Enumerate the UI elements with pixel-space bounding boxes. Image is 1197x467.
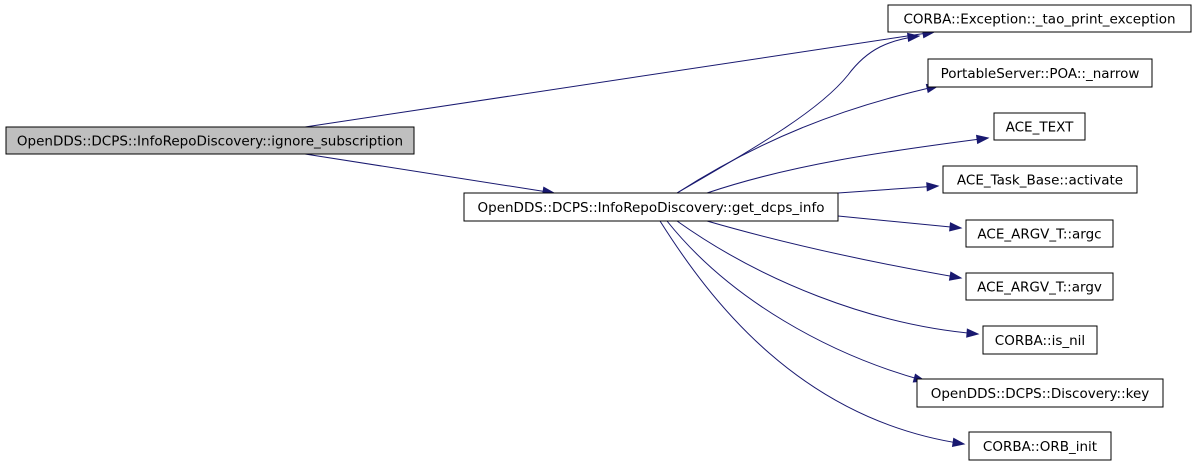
node-get-dcps-info[interactable]: OpenDDS::DCPS::InfoRepoDiscovery::get_dc… (463, 192, 839, 222)
edge-root-to-get_dcps_info (304, 153, 555, 194)
node-label: OpenDDS::DCPS::InfoRepoDiscovery::ignore… (17, 134, 403, 150)
edge-root-to-tao_print_exception (304, 31, 935, 128)
arrowhead-tao_print_exception (907, 32, 921, 43)
node-box (965, 272, 1114, 301)
node-label: ACE_ARGV_T::argc (977, 227, 1101, 243)
arrowhead-is_nil (966, 328, 980, 338)
node-label: CORBA::Exception::_tao_print_exception (903, 12, 1175, 28)
edge-get_dcps_info-to-poa_narrow (676, 85, 939, 194)
arrowhead-argv_argc (949, 222, 963, 232)
call-nodes: OpenDDS::DCPS::InfoRepoDiscovery::ignore… (5, 4, 1192, 461)
edge-get_dcps_info-to-discovery_key (666, 220, 926, 382)
arrowhead-task_activate (926, 182, 940, 192)
node-label: OpenDDS::DCPS::Discovery::key (931, 386, 1150, 402)
edge-get_dcps_info-to-orb_init (659, 220, 965, 445)
node-task-activate[interactable]: ACE_Task_Base::activate (942, 165, 1138, 194)
edge-get_dcps_info-to-is_nil (676, 220, 979, 335)
edge-get_dcps_info-to-argv_argc (837, 215, 962, 229)
edge-get_dcps_info-to-ace_text (706, 137, 989, 194)
node-tao-print-exception[interactable]: CORBA::Exception::_tao_print_exception (887, 4, 1192, 33)
node-box (916, 378, 1164, 408)
node-box (887, 4, 1192, 33)
node-label: ACE_ARGV_T::argv (977, 280, 1102, 296)
node-orb-init[interactable]: CORBA::ORB_init (968, 431, 1112, 461)
node-label: CORBA::ORB_init (983, 439, 1097, 455)
node-box (463, 192, 839, 222)
node-box (5, 126, 415, 155)
node-argv-argv[interactable]: ACE_ARGV_T::argv (965, 272, 1114, 301)
node-root[interactable]: OpenDDS::DCPS::InfoRepoDiscovery::ignore… (5, 126, 415, 155)
node-box (993, 112, 1086, 141)
arrowhead-argv_argv (948, 271, 963, 281)
node-argv-argc[interactable]: ACE_ARGV_T::argc (965, 219, 1114, 248)
edge-get_dcps_info-to-task_activate (837, 185, 939, 194)
node-label: ACE_Task_Base::activate (957, 173, 1123, 189)
edge-get_dcps_info-to-tao_print_exception (676, 35, 920, 194)
arrowhead-orb_init (951, 437, 966, 447)
edge-get_dcps_info-to-argv_argv (706, 220, 962, 279)
node-box (982, 325, 1098, 355)
node-is-nil[interactable]: CORBA::is_nil (982, 325, 1098, 355)
node-discovery-key[interactable]: OpenDDS::DCPS::Discovery::key (916, 378, 1164, 408)
arrowhead-ace_text (975, 134, 990, 145)
node-box (942, 165, 1138, 194)
node-label: CORBA::is_nil (995, 333, 1085, 349)
node-label: ACE_TEXT (1006, 120, 1074, 136)
node-label: PortableServer::POA::_narrow (941, 66, 1140, 82)
node-label: OpenDDS::DCPS::InfoRepoDiscovery::get_dc… (478, 200, 825, 216)
node-poa-narrow[interactable]: PortableServer::POA::_narrow (927, 58, 1153, 88)
node-box (927, 58, 1153, 88)
node-box (965, 219, 1114, 248)
call-edges (304, 29, 990, 447)
node-box (968, 431, 1112, 461)
node-ace-text[interactable]: ACE_TEXT (993, 112, 1086, 141)
